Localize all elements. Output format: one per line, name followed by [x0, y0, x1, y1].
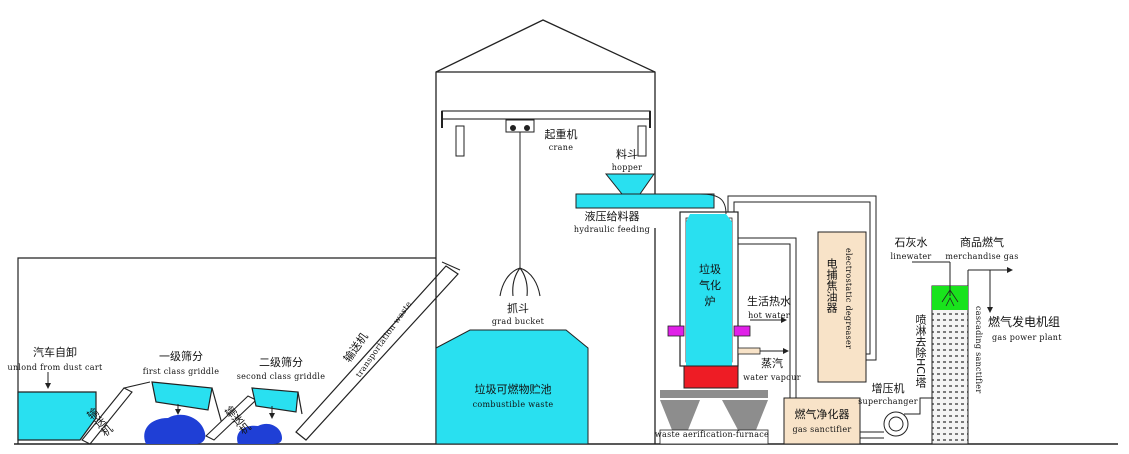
power-label-zh: 燃气发电机组 — [988, 315, 1061, 329]
merch-label-zh: 商品燃气 — [960, 236, 1004, 249]
merch-label-en: merchandise gas — [945, 252, 1019, 261]
electrostatic-degreaser — [817, 231, 867, 383]
cascading-label-zh: 喷淋去除HCl塔 — [914, 314, 927, 389]
bucket-label-en: grad bucket — [491, 317, 545, 326]
sanctifier-label-en: gas sanctifier — [792, 425, 852, 434]
griddle-1 — [144, 381, 223, 444]
gas-sanctifier-box — [783, 397, 861, 445]
crane-label-zh: 起重机 — [544, 128, 578, 141]
feeding-label-en: hydraulic feeding — [573, 225, 651, 234]
waste-pool — [435, 329, 589, 445]
vapour-label-en: water vapour — [743, 373, 801, 382]
supercharger-label-en: superchanger — [858, 397, 918, 406]
limewater-label-zh: 石灰水 — [894, 236, 928, 249]
unload-bin — [17, 372, 97, 441]
hotwater-label-en: hot water — [748, 311, 790, 320]
gas-piping — [727, 195, 877, 398]
hopper-feed — [575, 173, 727, 215]
feeding-label-zh: 液压给料器 — [584, 210, 640, 223]
gasification-furnace — [659, 211, 789, 445]
bucket-label-zh: 抓斗 — [507, 302, 529, 315]
cascading-tower — [912, 261, 1013, 445]
sanctifier-label-zh: 燃气净化器 — [794, 408, 850, 421]
power-label-en: gas power plant — [992, 333, 1062, 342]
storage-building — [435, 19, 656, 444]
pool-label-zh: 垃圾可燃物贮池 — [474, 383, 552, 396]
griddle-2 — [237, 387, 303, 444]
hopper-label-zh: 料斗 — [616, 148, 638, 161]
pool-label-en: combustible waste — [472, 400, 554, 409]
unload-label-zh: 汽车自卸 — [33, 346, 77, 359]
furnace-label-zh: 垃圾气化炉 — [699, 263, 721, 308]
griddle1-label-en: first class griddle — [142, 367, 220, 376]
griddle2-label-zh: 二级筛分 — [259, 356, 303, 369]
griddle2-label-en: second class griddle — [236, 372, 326, 381]
degreaser-label-zh: 电捕焦油器 — [825, 258, 838, 313]
vapour-label-zh: 蒸汽 — [761, 357, 783, 370]
hotwater-label-zh: 生活热水 — [747, 295, 791, 308]
limewater-label-en: linewater — [890, 252, 932, 261]
sorting-shed — [17, 257, 436, 444]
crane-label-en: crane — [548, 143, 574, 152]
cascading-label-en: cascading sanctifier — [974, 306, 983, 394]
degreaser-label-en: electrostatic degreaser — [844, 248, 853, 350]
supercharger-label-zh: 增压机 — [871, 382, 905, 395]
supercharger — [860, 397, 932, 439]
griddle1-label-zh: 一级筛分 — [159, 350, 203, 363]
hopper-label-en: hopper — [611, 163, 643, 172]
furnace-label-en: waste aerification-furnace — [654, 430, 770, 439]
unload-label-en: unlond from dust cart — [7, 363, 103, 372]
transport-conveyor — [295, 261, 461, 441]
conveyor-1 — [81, 381, 151, 445]
